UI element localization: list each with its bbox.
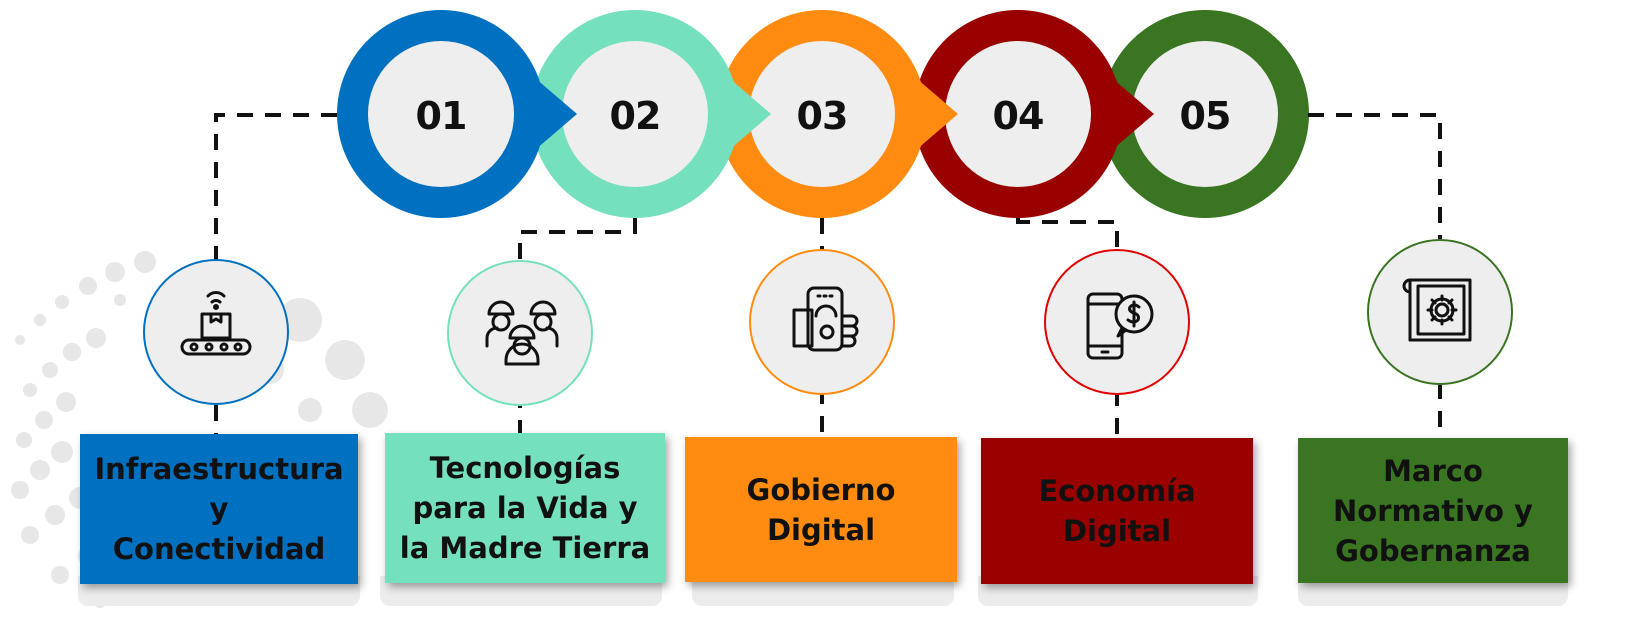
step-number-03: 03 <box>797 94 848 138</box>
step-number-02: 02 <box>610 94 661 138</box>
step-label-04: Economía Digital <box>1038 474 1196 548</box>
step-ring-04: 04 <box>914 10 1154 218</box>
icon-circle-03 <box>749 249 895 395</box>
step-ring-02: 02 <box>531 10 771 218</box>
step-card-04: Economía Digital <box>981 438 1253 584</box>
step-label-01: Infraestructura y Conectividad <box>94 452 344 566</box>
step-arrow-02 <box>729 78 771 150</box>
icon-circle-02 <box>447 260 593 406</box>
icon-circles <box>143 239 1513 406</box>
step-label-03: Gobierno Digital <box>746 472 896 547</box>
step-card-03: Gobierno Digital <box>685 437 957 582</box>
step-arrow-01 <box>535 78 577 150</box>
step-card-05: Marco Normativo y Gobernanza <box>1298 438 1568 583</box>
step-label-02: Tecnologías para la Vida y la Madre Tier… <box>399 451 651 565</box>
step-ring-01: 01 <box>337 10 577 218</box>
step-number-01: 01 <box>416 94 467 138</box>
step-card-02: Tecnologías para la Vida y la Madre Tier… <box>385 433 665 583</box>
step-ring-05: 05 <box>1101 10 1309 218</box>
step-label-05: Marco Normativo y Gobernanza <box>1333 453 1533 568</box>
connector-04 <box>1016 218 1119 255</box>
icon-circle-01 <box>143 259 289 405</box>
step-number-05: 05 <box>1180 94 1231 138</box>
connector-05 <box>1308 113 1442 240</box>
connector-02 <box>518 218 637 275</box>
phone-in-hand-icon <box>792 286 859 352</box>
step-arrow-03 <box>916 78 958 150</box>
phone-dollar-icon <box>1086 292 1154 360</box>
step-card-01: Infraestructura y Conectividad <box>80 434 358 584</box>
step-arrow-04 <box>1112 78 1154 150</box>
step-number-04: 04 <box>993 94 1044 138</box>
step-ring-03: 03 <box>718 10 958 218</box>
blueprint-gear-icon <box>1402 278 1472 342</box>
conveyor-wifi-box-icon <box>180 291 252 356</box>
workers-team-icon <box>485 300 559 366</box>
connector-01 <box>214 113 337 262</box>
icon-circle-05 <box>1367 239 1513 385</box>
